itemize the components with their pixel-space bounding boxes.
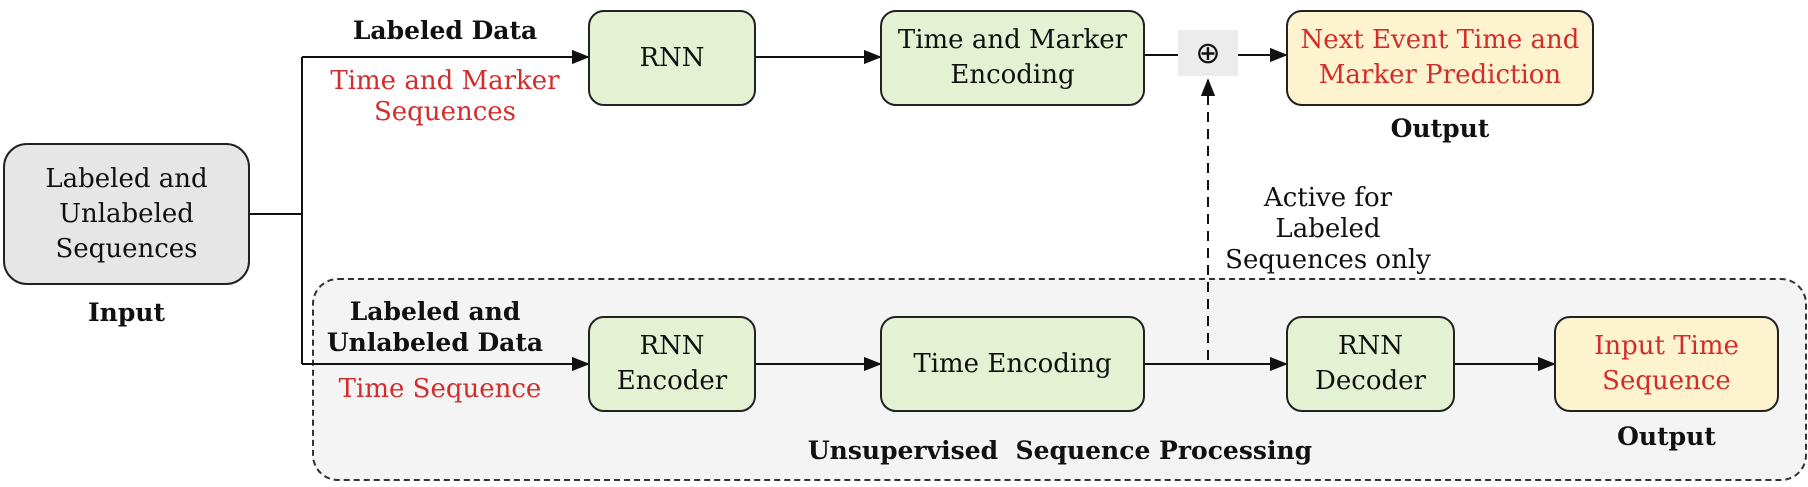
time-marker-encoding-box: Time and Marker Encoding <box>880 10 1145 106</box>
labeled-data-label: Labeled Data <box>352 16 538 45</box>
input-time-sequence-box: Input Time Sequence <box>1554 316 1779 412</box>
input-box: Labeled and Unlabeled Sequences <box>3 143 250 285</box>
labeled-unlabeled-data-label: Labeled and Unlabeled Data <box>326 297 544 357</box>
oplus-combine-icon: ⊕ <box>1178 30 1238 76</box>
time-encoding-box: Time Encoding <box>880 316 1145 412</box>
group-title: Unsupervised Sequence Processing <box>807 436 1313 465</box>
next-event-prediction-box: Next Event Time and Marker Prediction <box>1286 10 1594 106</box>
input-caption: Input <box>87 298 166 327</box>
top-output-caption: Output <box>1390 114 1490 143</box>
rnn-encoder-box: RNN Encoder <box>588 316 756 412</box>
time-sequence-label: Time Sequence <box>338 374 542 404</box>
time-marker-sequences-label: Time and Marker Sequences <box>330 66 560 127</box>
bottom-output-caption: Output <box>1617 422 1716 451</box>
active-for-labeled-note: Active for Labeled Sequences only <box>1225 183 1431 275</box>
rnn-box: RNN <box>588 10 756 106</box>
rnn-decoder-box: RNN Decoder <box>1286 316 1455 412</box>
